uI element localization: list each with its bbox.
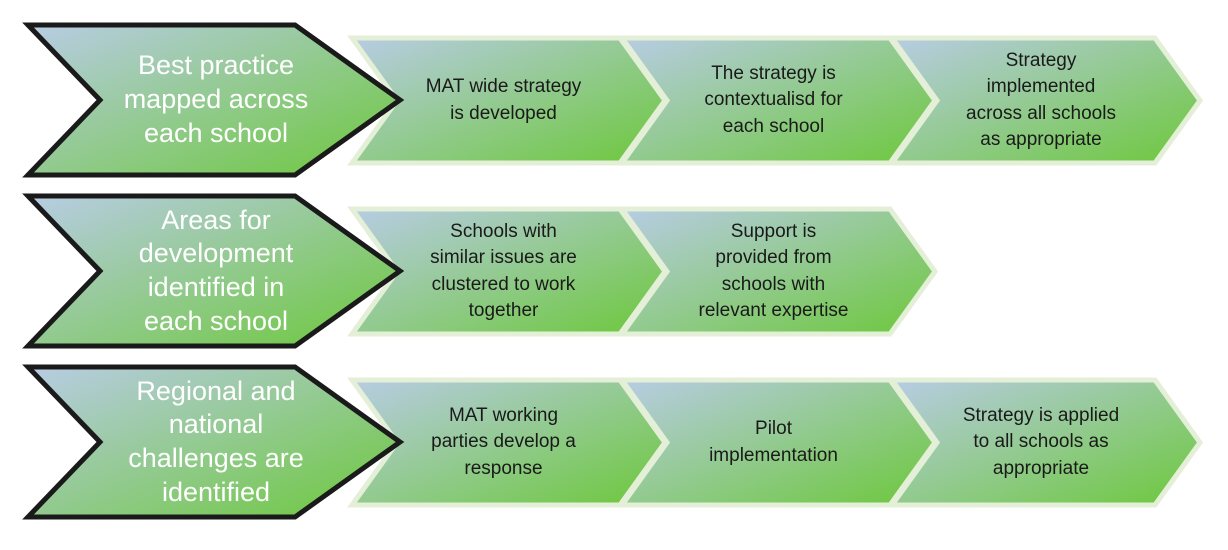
step-chevron <box>887 377 1204 508</box>
step-chevron <box>617 206 939 337</box>
step-chevron <box>887 35 1204 166</box>
lead-chevron <box>22 364 405 520</box>
step-label: Support is provided from schools with re… <box>698 221 849 321</box>
lead-label: Areas for development identified in each… <box>138 204 294 336</box>
step-label: Strategy is applied to all schools as ap… <box>962 405 1120 479</box>
lead-label: Best practice mapped across each school <box>123 50 309 148</box>
step-label: The strategy is contextualisd for each s… <box>704 63 843 137</box>
step-label: MAT wide strategy is developed <box>425 76 582 124</box>
lead-chevron <box>22 193 405 349</box>
lead-label: Regional and national challenges are ide… <box>128 375 304 507</box>
step-label: Strategy implemented across all schools … <box>966 50 1116 150</box>
step-label: Schools with similar issues are clustere… <box>430 221 577 321</box>
step-label: MAT working parties develop a response <box>431 405 576 479</box>
step-label: Pilot implementation <box>709 418 838 466</box>
lead-chevron <box>22 22 405 178</box>
